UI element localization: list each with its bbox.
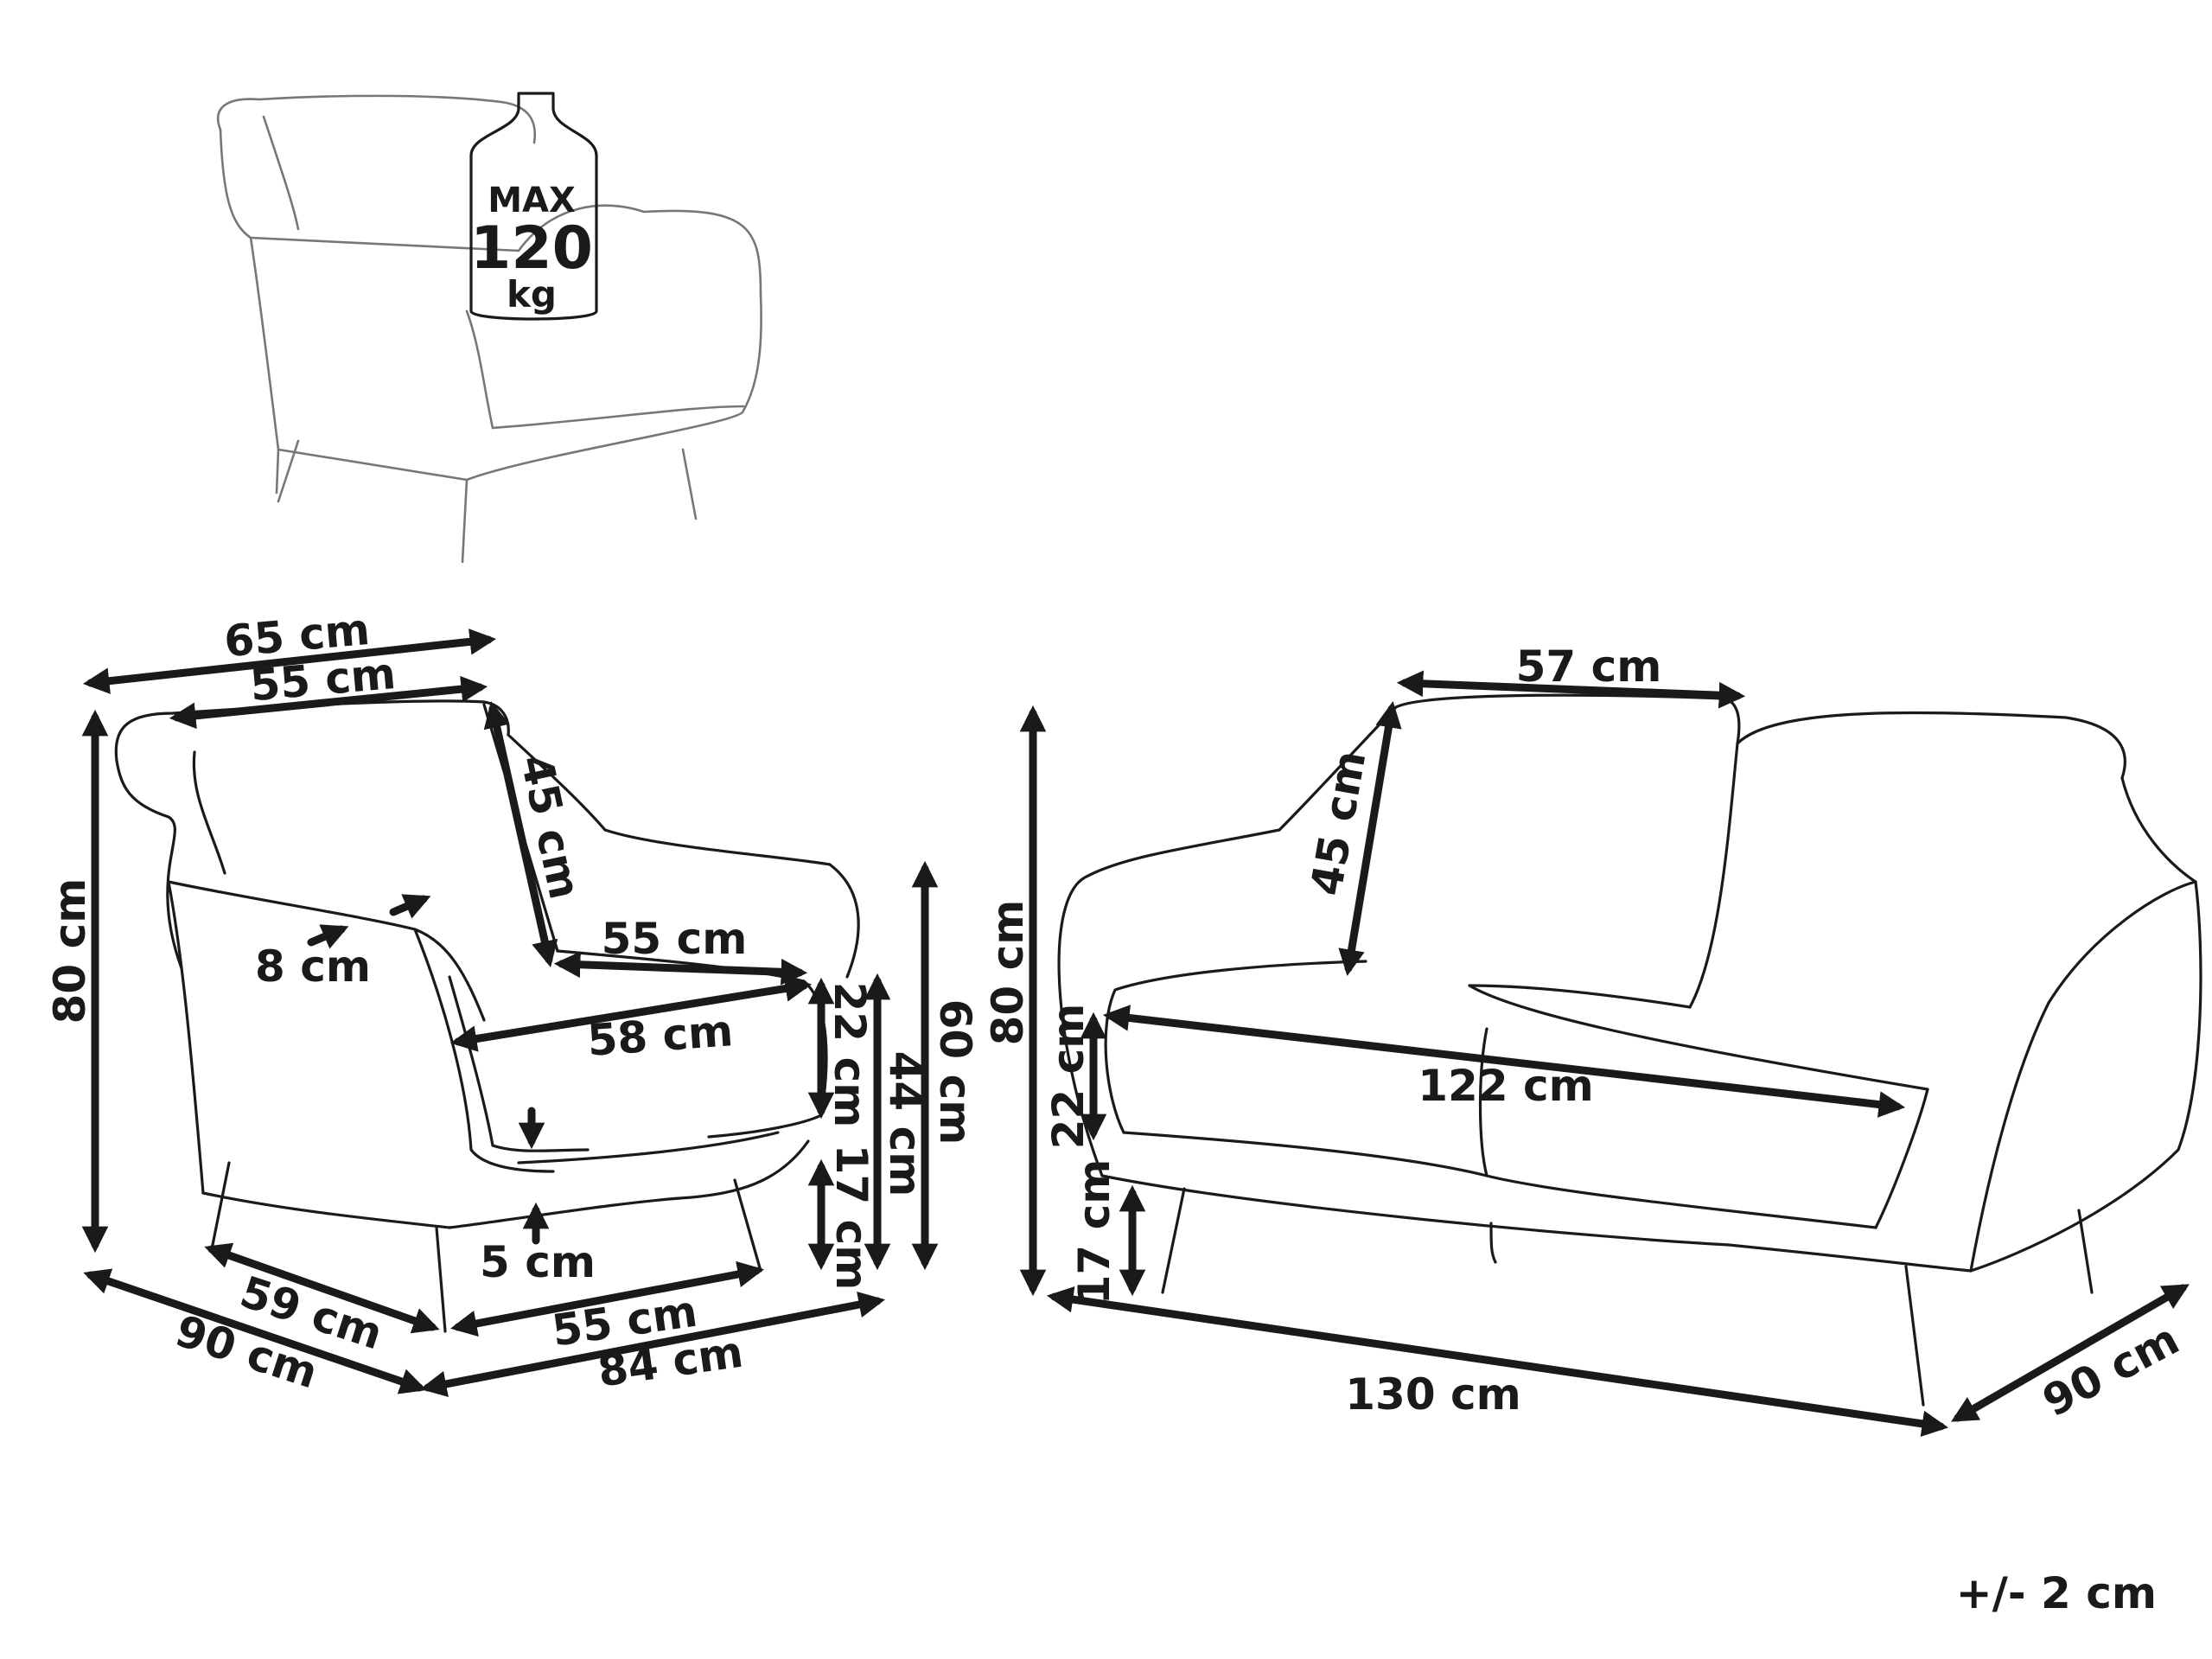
armchair-arm-height-label: 60 cm (930, 999, 980, 1145)
armchair-cushion-gap-label: 5 cm (480, 1237, 596, 1287)
armchair-cushion-height-label: 22 cm (825, 982, 875, 1128)
weight-badge-line3: kg (507, 273, 557, 316)
vase-weight-icon (469, 92, 598, 321)
armchair-height-total-label: 80 cm (45, 878, 95, 1024)
armchair-seat-height-label: 44 cm (880, 1051, 930, 1197)
armchair-seat-width-label: 55 cm (602, 914, 748, 964)
weight-badge: MAX 120 kg (469, 92, 598, 321)
sofa-width-total-label: 130 cm (1345, 1369, 1521, 1420)
sofa-leg-height-label: 17 cm (1069, 1159, 1119, 1305)
weight-badge-line2: 120 (470, 214, 593, 283)
armchair-leg-height-label: 17 cm (826, 1145, 877, 1291)
sofa-seat-cushion-width-label: 57 cm (1516, 641, 1662, 692)
sofa-seat-width-label: 122 cm (1418, 1061, 1594, 1111)
armchair-dimension-arrows (81, 629, 939, 1397)
tolerance-note: +/- 2 cm (1956, 1568, 2157, 1618)
armchair-seat-depth-label: 58 cm (586, 1005, 735, 1066)
armchair-armrest-width-label: 8 cm (255, 941, 371, 992)
sofa-dimension-arrows (1019, 670, 2190, 1438)
armchair-reference-sketch (216, 94, 762, 564)
sofa-outline (1057, 693, 2202, 1407)
weight-badge-line1: MAX (488, 181, 576, 220)
sofa-height-total-label: 80 cm (983, 900, 1033, 1046)
sofa-cushion-height-label: 22 cm (1043, 1004, 1093, 1150)
